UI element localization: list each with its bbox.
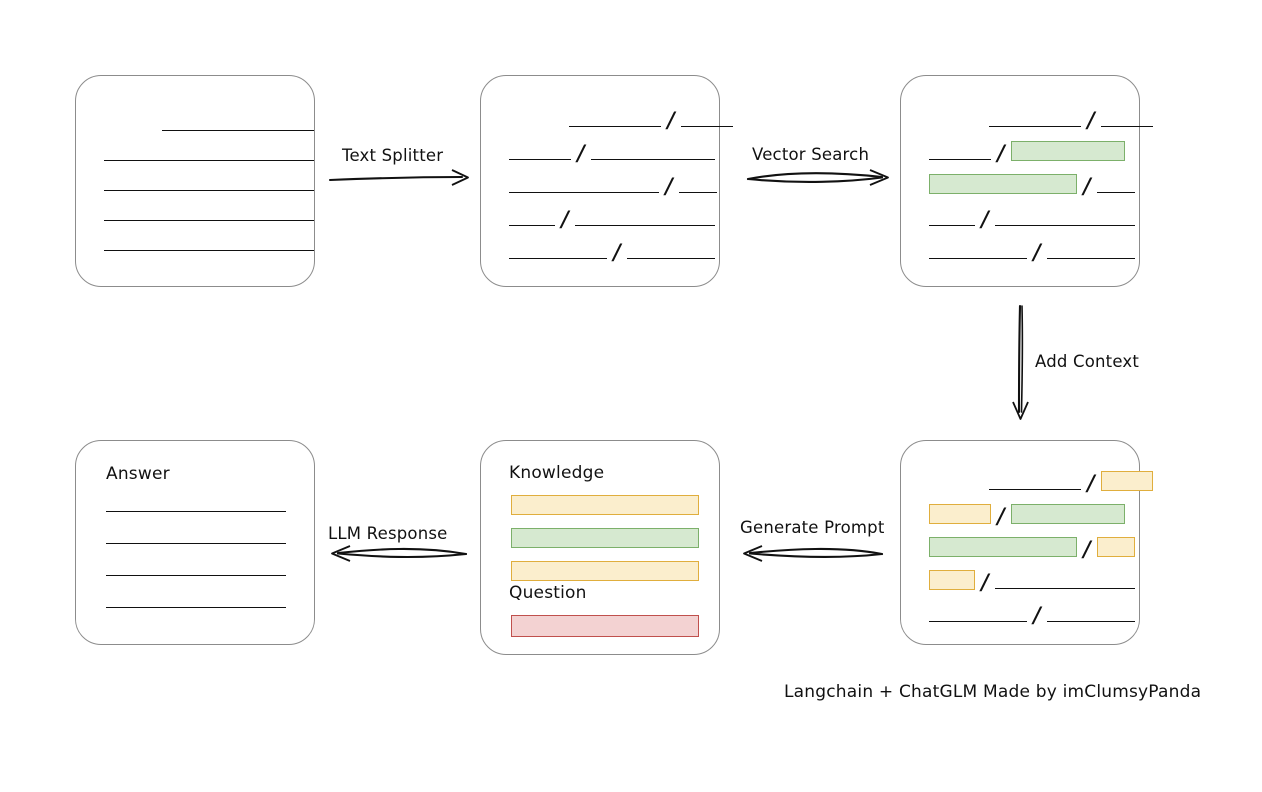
chunk-chip-yellow[interactable] <box>1101 471 1153 491</box>
chunk-separator-slash: / <box>1087 107 1095 132</box>
chunk-separator-slash: / <box>1087 470 1095 495</box>
arrow-vector-search <box>746 169 889 186</box>
knowledge-label: Knowledge <box>509 463 605 483</box>
text-rule <box>104 220 314 221</box>
question-label: Question <box>509 583 587 603</box>
edge-label-vector-search: Vector Search <box>752 145 870 164</box>
text-rule <box>995 588 1135 589</box>
text-rule <box>509 192 659 193</box>
chunk-chip-green[interactable] <box>929 537 1077 557</box>
chunk-separator-slash: / <box>667 107 675 132</box>
chunk-separator-slash: / <box>1033 602 1041 627</box>
text-rule <box>104 190 314 191</box>
chunk-separator-slash: / <box>561 206 569 231</box>
chunk-chip-yellow[interactable] <box>929 570 975 590</box>
knowledge-chip-yellow[interactable] <box>511 495 699 515</box>
text-rule <box>569 126 661 127</box>
arrow-llm-response <box>331 545 468 562</box>
text-rule <box>929 258 1027 259</box>
chunk-separator-slash: / <box>665 173 673 198</box>
knowledge-chip-yellow[interactable] <box>511 561 699 581</box>
knowledge-chip-green[interactable] <box>511 528 699 548</box>
text-rule <box>575 225 715 226</box>
chunk-separator-slash: / <box>577 140 585 165</box>
chunk-separator-slash: / <box>1083 536 1091 561</box>
text-rule <box>929 159 991 160</box>
text-rule <box>106 543 286 544</box>
text-rule <box>162 130 314 131</box>
node-prompt[interactable]: Knowledge Question <box>480 440 720 655</box>
text-rule <box>681 126 733 127</box>
footer-credit: Langchain + ChatGLM Made by imClumsyPand… <box>784 682 1202 702</box>
chunk-separator-slash: / <box>981 206 989 231</box>
node-answer[interactable]: Answer <box>75 440 315 645</box>
chunk-separator-slash: / <box>981 569 989 594</box>
text-rule <box>591 159 715 160</box>
text-rule <box>1047 621 1135 622</box>
chunk-chip-yellow[interactable] <box>929 504 991 524</box>
question-chip-red[interactable] <box>511 615 699 637</box>
edge-label-text-splitter: Text Splitter <box>342 146 444 165</box>
text-rule <box>104 160 314 161</box>
text-rule <box>106 575 286 576</box>
arrow-generate-prompt <box>743 545 884 562</box>
chunk-separator-slash: / <box>1033 239 1041 264</box>
text-rule <box>929 621 1027 622</box>
arrow-text-splitter <box>328 169 469 186</box>
text-rule <box>1101 126 1153 127</box>
answer-label: Answer <box>106 464 170 484</box>
arrow-add-context <box>1012 304 1029 420</box>
chunk-separator-slash: / <box>613 239 621 264</box>
text-rule <box>106 607 286 608</box>
text-rule <box>627 258 715 259</box>
text-rule <box>679 192 717 193</box>
node-vector-matched-chunks[interactable]: / / / / / <box>900 75 1153 287</box>
text-rule <box>929 225 975 226</box>
text-rule <box>104 250 314 251</box>
chunk-separator-slash: / <box>997 140 1005 165</box>
chunk-chip-green[interactable] <box>929 174 1077 194</box>
text-rule <box>509 159 571 160</box>
chunk-chip-green[interactable] <box>1011 141 1125 161</box>
text-rule <box>995 225 1135 226</box>
chunk-separator-slash: / <box>1083 173 1091 198</box>
edge-label-llm-response: LLM Response <box>328 524 448 543</box>
text-rule <box>989 126 1081 127</box>
node-source-document[interactable] <box>75 75 315 287</box>
edge-label-generate-prompt: Generate Prompt <box>740 518 885 537</box>
node-context-chunks[interactable]: / / / / / <box>900 440 1153 645</box>
text-rule <box>106 511 286 512</box>
node-split-chunks[interactable]: / / / / / <box>480 75 733 287</box>
chunk-chip-yellow[interactable] <box>1097 537 1135 557</box>
text-rule <box>1097 192 1135 193</box>
chunk-chip-green[interactable] <box>1011 504 1125 524</box>
text-rule <box>1047 258 1135 259</box>
text-rule <box>509 225 555 226</box>
edge-label-add-context: Add Context <box>1035 352 1140 371</box>
text-rule <box>509 258 607 259</box>
chunk-separator-slash: / <box>997 503 1005 528</box>
text-rule <box>989 489 1081 490</box>
